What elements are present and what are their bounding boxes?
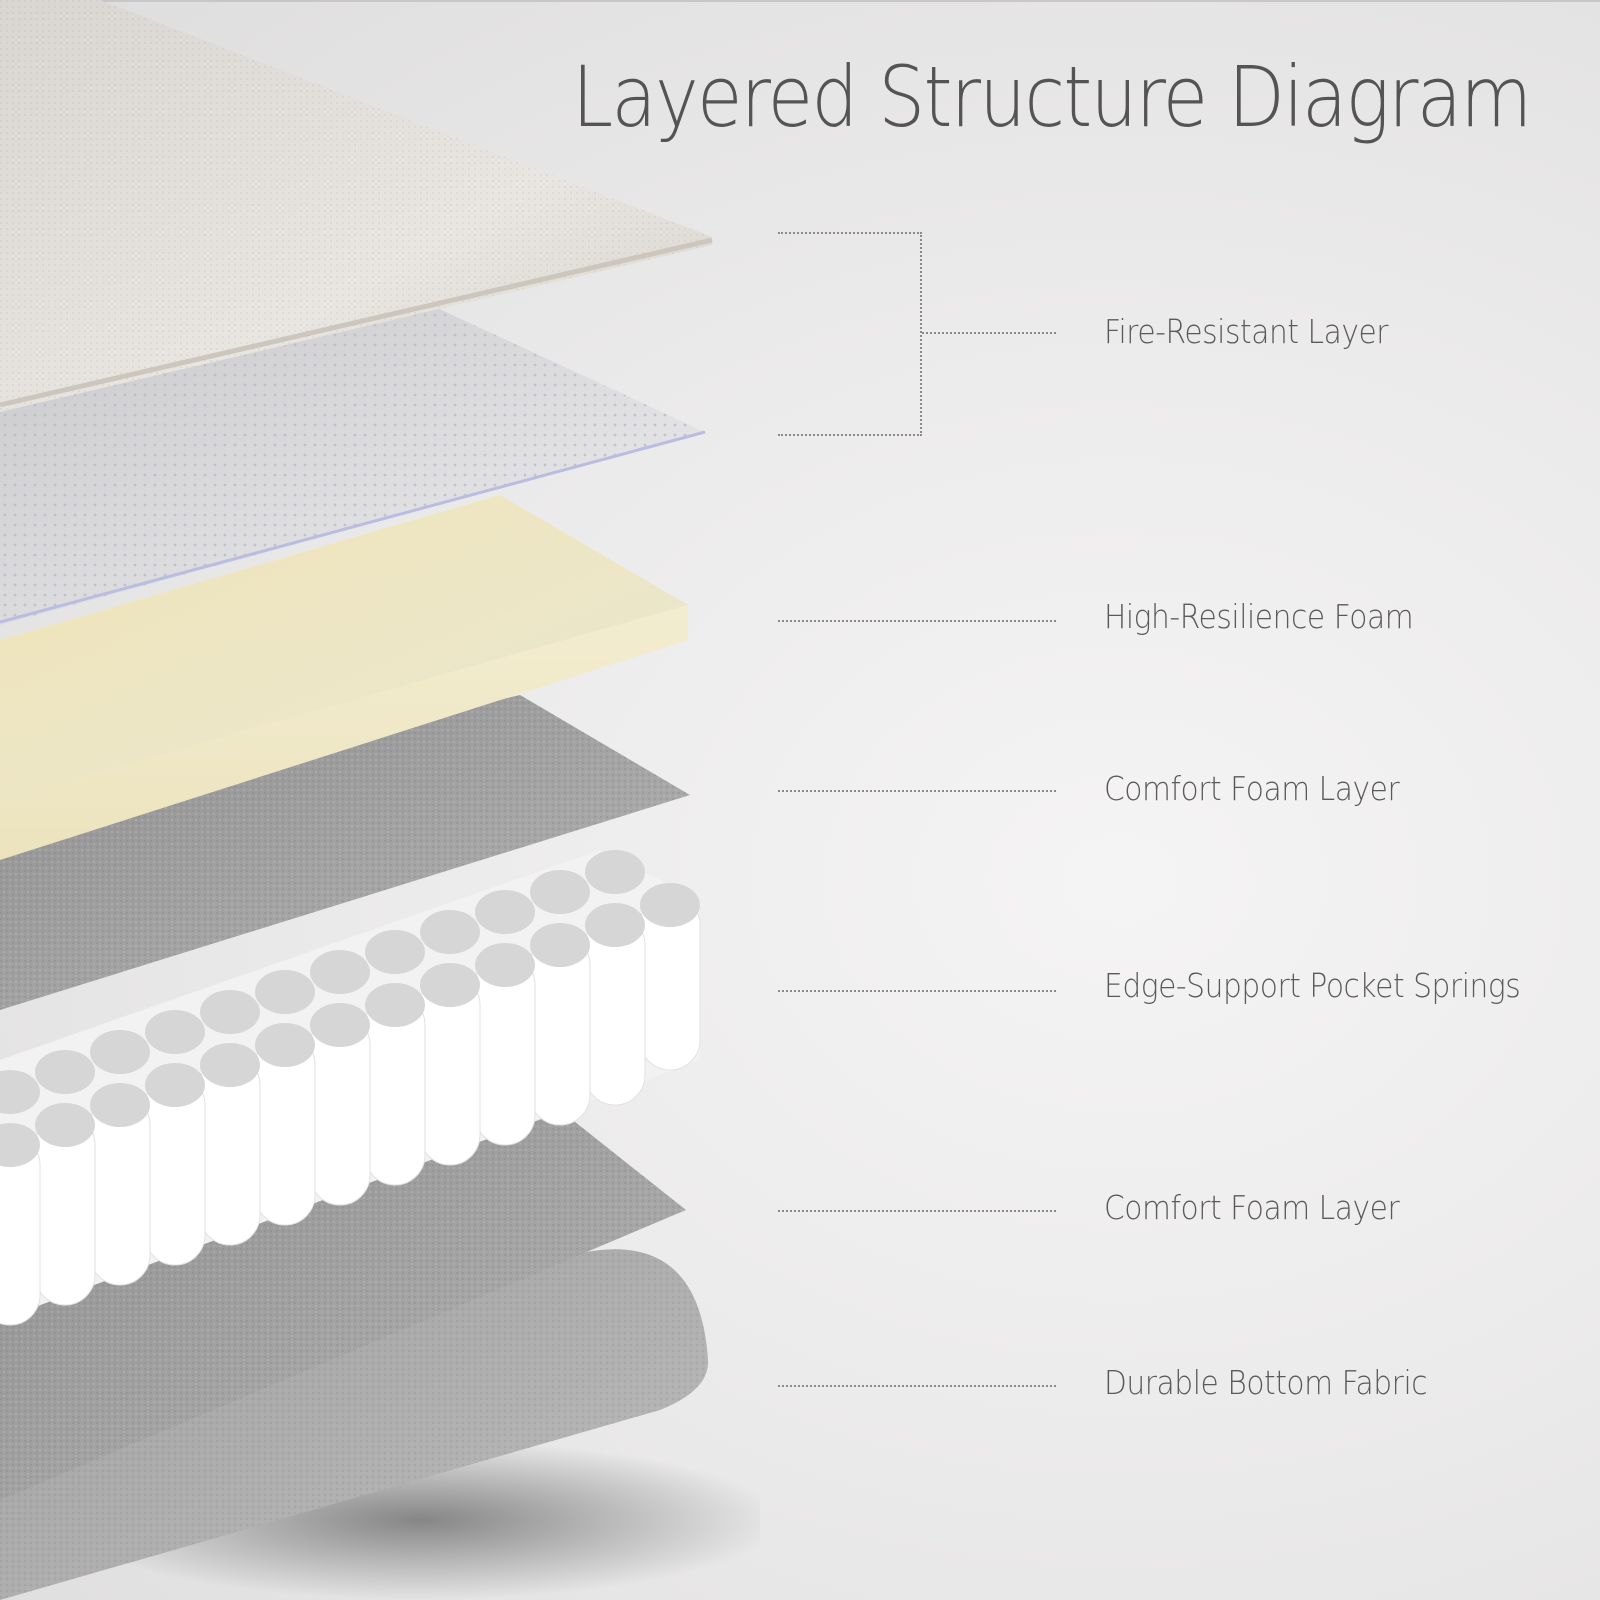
label-fire-resistant-layer: Fire-Resistant Layer (1104, 312, 1389, 351)
pocket-springs-leader-line (778, 990, 1056, 992)
label-comfort-foam-lower: Comfort Foam Layer (1104, 1188, 1400, 1227)
comfort-foam-upper-leader-line (778, 790, 1056, 792)
layer-fire-resistant-mesh (0, 300, 706, 625)
fire-resistant-leader-line (922, 332, 1056, 334)
label-comfort-foam-upper: Comfort Foam Layer (1104, 769, 1400, 808)
mattress-layers-illustration (0, 0, 760, 1600)
high-resilience-leader-line (778, 620, 1056, 622)
layer-high-resilience-foam (0, 495, 688, 860)
comfort-foam-lower-leader-line (778, 1210, 1056, 1212)
bottom-fabric-leader-line (778, 1385, 1056, 1387)
top-border (0, 0, 1600, 2)
label-durable-bottom-fabric: Durable Bottom Fabric (1104, 1363, 1428, 1402)
layer-pocket-springs (0, 850, 701, 1326)
label-pocket-springs: Edge-Support Pocket Springs (1104, 966, 1521, 1005)
fire-resistant-bracket (778, 232, 922, 436)
layer-comfort-foam-upper (0, 695, 690, 1010)
diagram-title: Layered Structure Diagram (572, 48, 1532, 146)
layer-fire-resistant-top (0, 0, 713, 412)
label-high-resilience-foam: High-Resilience Foam (1104, 597, 1414, 636)
